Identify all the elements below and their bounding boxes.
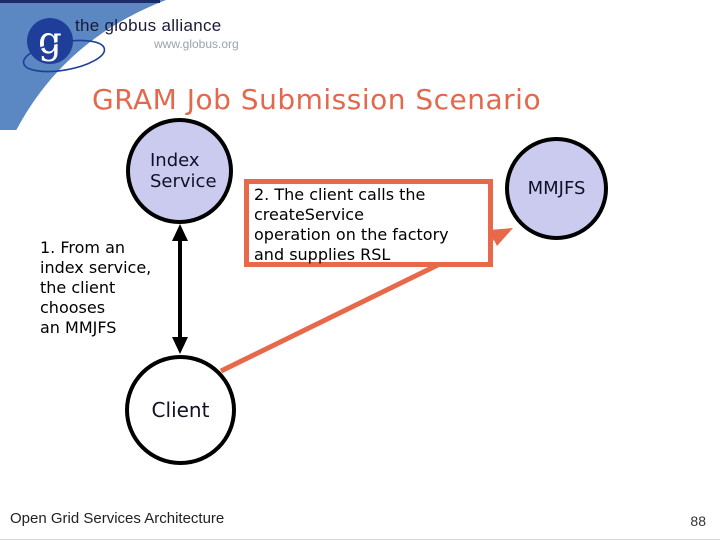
node-client-label: Client [151,398,210,422]
node-index-service: Index Service [126,118,233,224]
page-number: 88 [690,513,706,529]
node-index-service-label: Index Service [150,150,217,192]
node-mmjfs-label: MMJFS [527,178,586,199]
globus-logo-monogram: g [38,19,62,62]
node-mmjfs: MMJFS [505,137,608,240]
brand-name: the globus alliance [75,16,222,35]
step2-annotation: 2. The client calls the createService op… [254,185,449,264]
step2-callout-box: 2. The client calls the createService op… [244,179,493,267]
footer-title: Open Grid Services Architecture [10,510,225,527]
header-top-bar [0,0,160,3]
globus-logo-circle [27,18,73,64]
step1-annotation: 1. From an index service, the client cho… [40,238,152,337]
header-artwork: g [0,0,166,130]
slide-title: GRAM Job Submission Scenario [92,83,542,116]
node-client: Client [125,355,236,465]
globus-orbit-icon [22,39,106,73]
brand-url: www.globus.org [154,37,239,51]
index-client-arrow [172,224,188,354]
